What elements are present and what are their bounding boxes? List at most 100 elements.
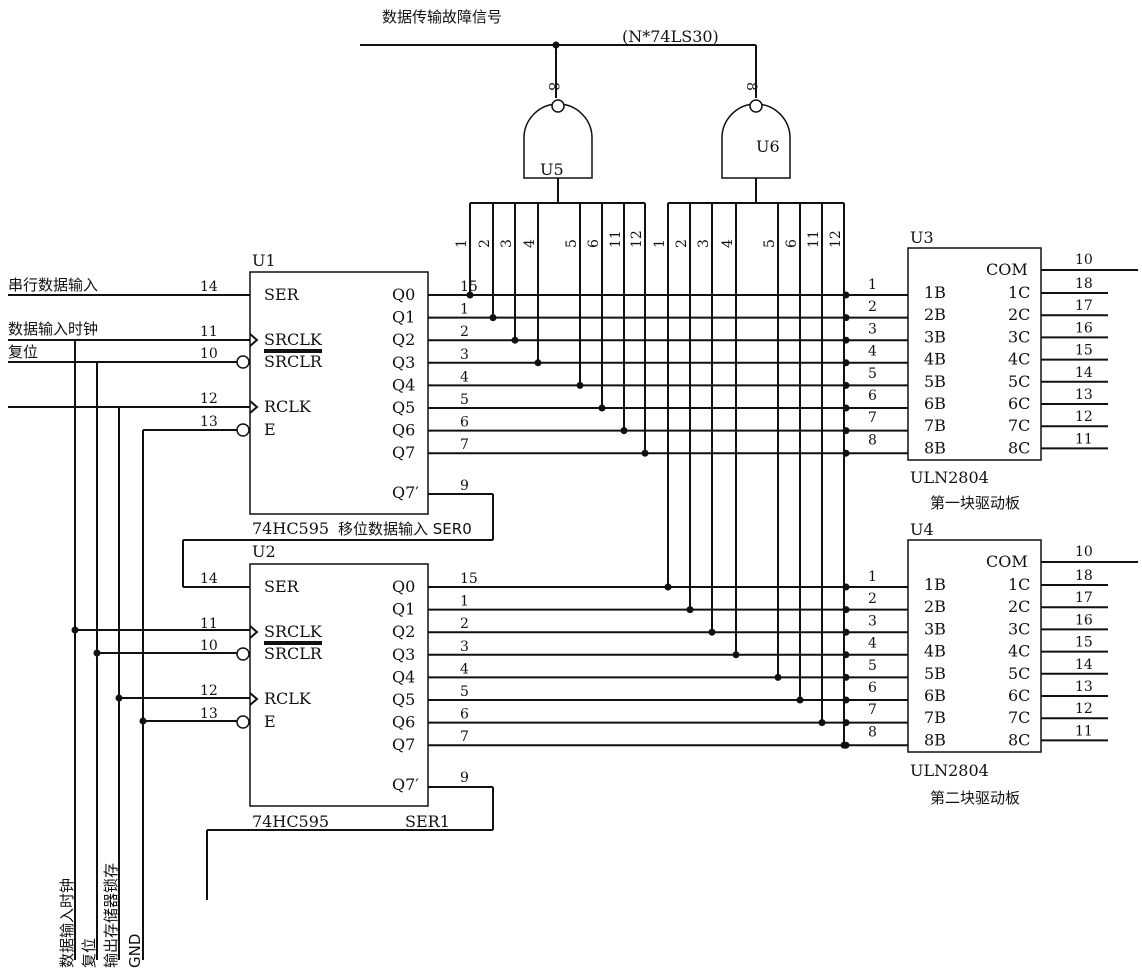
gate-input-pin: 4 xyxy=(522,239,538,248)
driver-input-pin: 5 xyxy=(868,658,877,674)
junction-dot xyxy=(797,697,804,704)
driver-input-name: 6B xyxy=(924,394,946,413)
serial-input-label: 串行数据输入 xyxy=(8,276,98,294)
chip-ref: U4 xyxy=(910,520,934,539)
gate-part-label: (N*74LS30) xyxy=(622,27,719,46)
gate-input-pin: 12 xyxy=(828,230,844,248)
gate-input-pin: 5 xyxy=(762,239,778,248)
q-output-name: Q6 xyxy=(392,713,415,732)
inversion-bubble xyxy=(237,716,249,728)
q-output-pin: 6 xyxy=(460,707,469,723)
register-output-traces xyxy=(428,203,908,749)
reset-label: 复位 xyxy=(8,343,38,361)
driver-input-pin: 3 xyxy=(868,321,877,337)
driver-input-pin: 3 xyxy=(868,613,877,629)
driver-output-pin: 18 xyxy=(1075,568,1093,584)
driver-input-pin: 1 xyxy=(868,569,877,585)
gate-input-pin: 3 xyxy=(499,239,515,248)
chip-part: ULN2804 xyxy=(910,761,989,780)
driver-output-pin: 13 xyxy=(1075,387,1093,403)
driver-output-pin: 12 xyxy=(1075,701,1093,717)
q7s-pin: 9 xyxy=(460,770,469,786)
q-output-pin: 2 xyxy=(460,616,469,632)
q-output-name: Q6 xyxy=(392,421,415,440)
junction-dot xyxy=(819,719,826,726)
driver-input-name: 1B xyxy=(924,575,946,594)
left-pin-number: 11 xyxy=(200,616,218,632)
bottom-labels: 数据输入时钟 复位 输出存储器锁存 GND xyxy=(58,863,144,968)
driver-output-name: 2C xyxy=(1008,597,1030,616)
board-label: 第二块驱动板 xyxy=(930,789,1020,807)
q-output-pin: 3 xyxy=(460,347,469,363)
driver-input-pin: 7 xyxy=(868,410,877,426)
chip-part: 74HC595 xyxy=(252,519,329,538)
junction-dot xyxy=(490,314,497,321)
com-pin: 10 xyxy=(1075,252,1093,268)
q-output-name: Q5 xyxy=(392,398,415,417)
driver-u3: U3 ULN2804 第一块驱动板 COM1011B1C1822B2C1733B… xyxy=(868,228,1138,512)
gate-input-pin: 5 xyxy=(564,239,580,248)
inversion-bubble xyxy=(237,424,249,436)
junction-dot xyxy=(577,382,584,389)
com-pin: 10 xyxy=(1075,544,1093,560)
gate-input-pin: 2 xyxy=(674,239,690,248)
driver-output-name: 3C xyxy=(1008,619,1030,638)
left-pin-number: 10 xyxy=(200,638,218,654)
driver-output-pin: 15 xyxy=(1075,635,1093,651)
driver-output-name: 8C xyxy=(1008,438,1030,457)
q-output-pin: 1 xyxy=(460,594,469,610)
q-output-pin: 7 xyxy=(460,729,469,745)
driver-input-name: 3B xyxy=(924,619,946,638)
driver-input-pin: 6 xyxy=(868,680,877,696)
q-output-name: Q1 xyxy=(392,600,415,619)
board-label: 第一块驱动板 xyxy=(930,494,1020,512)
chip-part: ULN2804 xyxy=(910,468,989,487)
inversion-bubble xyxy=(237,648,249,660)
junction-dot xyxy=(599,405,606,412)
fault-signal-title: 数据传输故障信号 xyxy=(382,8,502,26)
left-pin-name: SRCLR xyxy=(264,644,323,663)
driver-input-pin: 1 xyxy=(868,277,877,293)
driver-input-pin: 8 xyxy=(868,724,877,740)
driver-input-name: 8B xyxy=(924,438,946,457)
junction-dot xyxy=(733,651,740,658)
left-pin-number: 13 xyxy=(200,706,218,722)
junction-dot xyxy=(843,742,850,749)
left-pin-name: RCLK xyxy=(264,397,312,416)
driver-input-name: 5B xyxy=(924,664,946,683)
driver-input-name: 7B xyxy=(924,708,946,727)
left-pin-name: SER xyxy=(264,577,300,596)
q-output-pin: 5 xyxy=(460,392,469,408)
chip-ref: U3 xyxy=(910,228,934,247)
q-output-pin: 2 xyxy=(460,324,469,340)
driver-output-pin: 16 xyxy=(1075,612,1093,628)
driver-input-pin: 4 xyxy=(868,344,877,360)
q-output-pin: 6 xyxy=(460,415,469,431)
bottom-label-latch: 输出存储器锁存 xyxy=(102,863,120,968)
gate-input-pin: 3 xyxy=(696,239,712,248)
junction-dot xyxy=(467,292,474,299)
junction-dot xyxy=(512,337,519,344)
cascade-label: 移位数据输入 SER0 xyxy=(338,520,472,538)
left-pin-name: E xyxy=(264,712,276,731)
junction-dot xyxy=(665,584,672,591)
driver-input-pin: 2 xyxy=(868,591,877,607)
driver-output-name: 1C xyxy=(1008,283,1030,302)
driver-input-pin: 5 xyxy=(868,366,877,382)
driver-output-pin: 11 xyxy=(1075,723,1093,739)
driver-output-name: 1C xyxy=(1008,575,1030,594)
q-output-name: Q3 xyxy=(392,353,415,372)
gate-input-pin: 11 xyxy=(806,230,822,248)
driver-output-name: 4C xyxy=(1008,350,1030,369)
junction-dot xyxy=(535,359,542,366)
q-output-name: Q5 xyxy=(392,690,415,709)
gate-input-pin: 1 xyxy=(454,239,470,248)
driver-output-pin: 14 xyxy=(1075,657,1093,673)
left-pin-name: E xyxy=(264,420,276,439)
driver-output-pin: 13 xyxy=(1075,679,1093,695)
q7s-name: Q7′ xyxy=(392,483,419,502)
cascade-label: SER1 xyxy=(405,812,450,831)
gate-input-pin: 12 xyxy=(629,230,645,248)
q7s-pin: 9 xyxy=(460,478,469,494)
